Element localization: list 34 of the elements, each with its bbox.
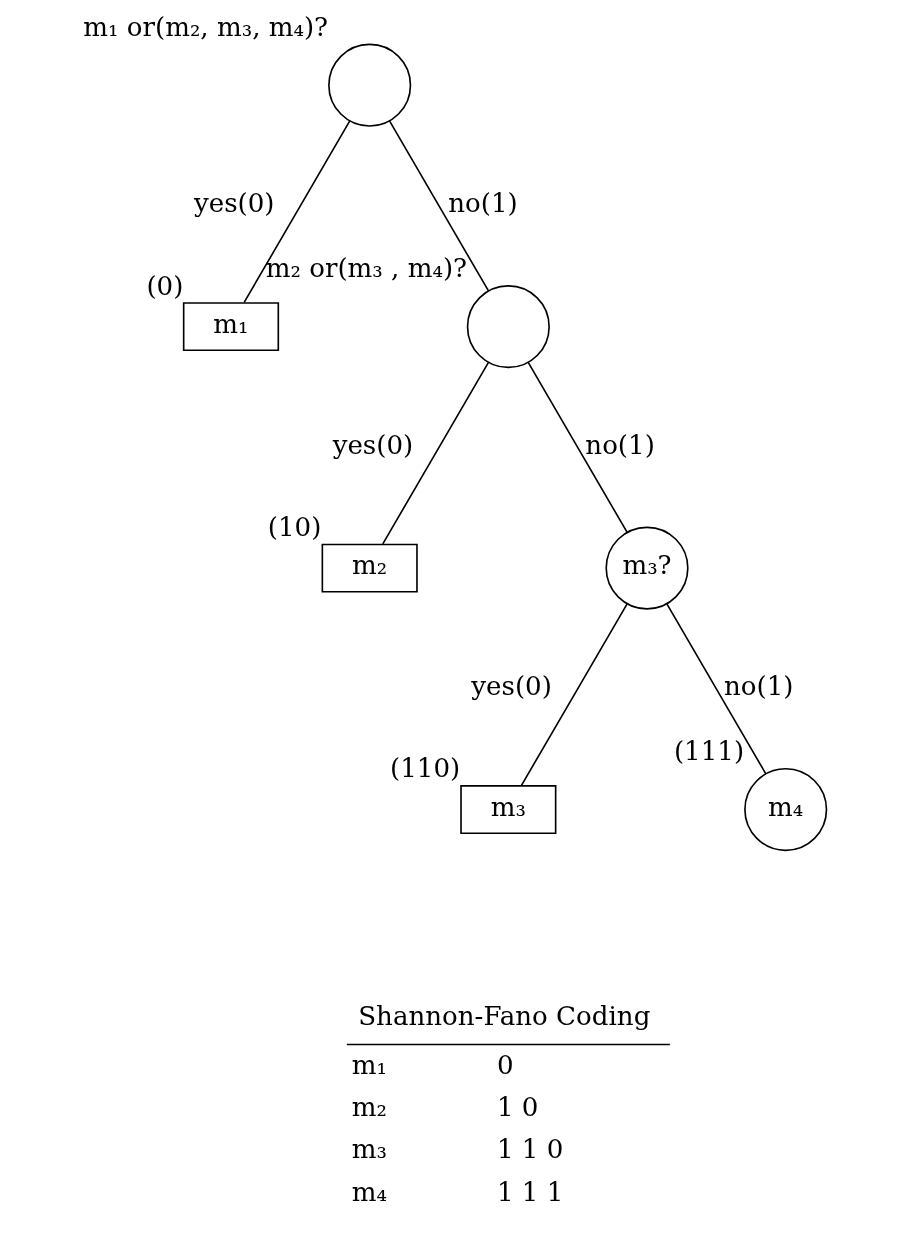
node-label: (110) [389, 753, 460, 784]
node-label: (0) [145, 270, 183, 301]
node-box: m₂ [321, 543, 418, 593]
label: 1 0 [496, 1091, 538, 1122]
label: m₃ [351, 1134, 387, 1165]
edge-label: no(1) [723, 671, 794, 702]
edge-label: no(1) [447, 188, 518, 219]
node-circle [466, 285, 550, 369]
label: 1 1 1 [496, 1176, 563, 1207]
connector [388, 120, 489, 292]
label: m₁ [351, 1049, 387, 1080]
connector [665, 603, 767, 775]
node-circle: m₃? [604, 526, 689, 610]
edge-label: yes(0) [193, 188, 275, 219]
node-label: (111) [673, 736, 744, 767]
label: 0 [496, 1049, 514, 1080]
connector [520, 603, 628, 787]
connector [381, 361, 489, 545]
node-box: m₁ [182, 302, 279, 352]
label: 1 1 0 [496, 1134, 563, 1165]
connector [526, 361, 628, 534]
connector [242, 120, 351, 304]
node-circle: m₄ [743, 767, 827, 852]
edge-label: yes(0) [470, 671, 552, 702]
node-label: m₂ or(m₃ , m₄)? [265, 253, 467, 284]
label: m₂ [351, 1091, 387, 1122]
edge-label: yes(0) [332, 429, 413, 460]
node-box: m₃ [459, 785, 556, 835]
label: Shannon-Fano Coding [357, 1000, 650, 1031]
label: m₄ [351, 1176, 387, 1207]
node-circle [327, 43, 411, 127]
node-label: (10) [267, 511, 321, 542]
node-label: m₁ or(m₂, m₃, m₄)? [82, 11, 328, 42]
edge-label: no(1) [584, 429, 655, 460]
